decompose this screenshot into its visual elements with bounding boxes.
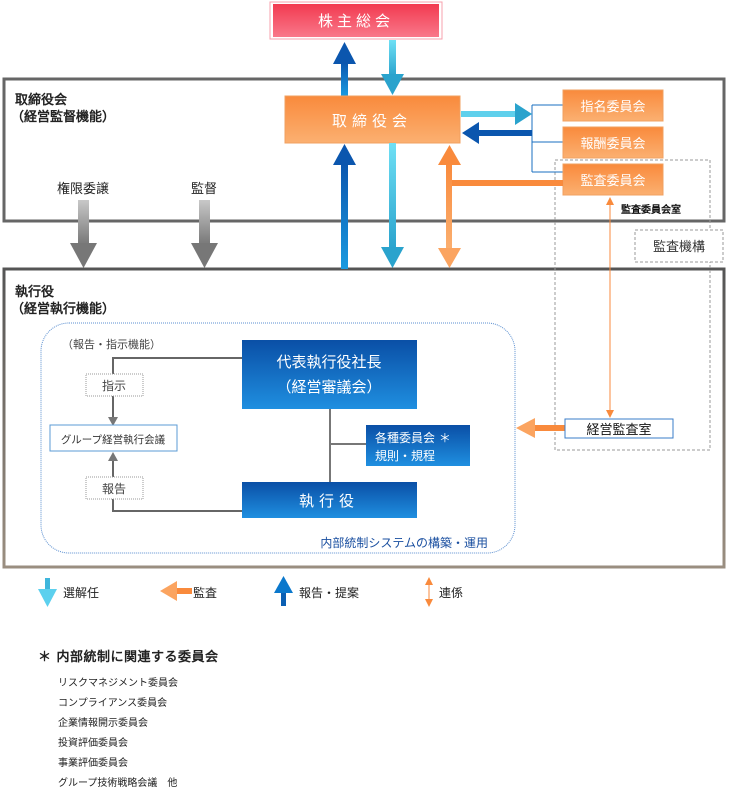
internal-control-frame [40,322,516,554]
group-council-label: グループ経営執行会議 [61,433,166,446]
committee-compensation-label: 報酬委員会 [580,137,645,152]
ceo-box-line2: （経営審議会） [276,378,381,396]
committee-nomination[interactable] [562,89,664,122]
elect-arrow-to-executives [381,143,404,268]
committee-audit[interactable] [562,163,664,196]
ceo-box-line1: 代表執行役社長 [276,353,381,371]
reporting-function-label: （報告・指示機能） [62,337,161,351]
shareholders-box[interactable] [273,4,439,37]
audit-organization-label: 監査機構 [653,239,705,255]
audit-organization-box [634,229,724,263]
instruction-tag [85,373,144,397]
legend-label-report: 報告・提案 [299,585,359,600]
ceo-exec-connector [329,409,366,483]
footnote-item: 事業評価委員会 [58,758,128,769]
board-box-label: 取締役会 [332,112,412,130]
various-committees-box[interactable] [366,425,470,466]
internal-audit-office-box[interactable] [564,418,674,439]
supervision-arrow [191,200,218,268]
shareholders-label: 株主総会 [318,12,394,30]
footnote-item: 企業情報開示委員会 [58,718,148,729]
elect-arrow-to-committees [461,103,532,125]
report-arrow-to-shareholders [333,42,356,96]
footnote: ＊ 内部統制に関連する委員会 リスクマネジメント委員会 コンプライアンス委員会 … [38,646,219,794]
liaison-arrow [606,197,614,418]
legend-label-liaison: 連係 [439,586,463,600]
executive-officers-box[interactable] [242,482,417,518]
report-tag [85,476,144,500]
board-section-subtitle: （経営監督機能） [11,109,115,125]
legend-arrow-left-icon [160,581,192,601]
exec-section-title: 執行役 [15,284,54,300]
various-committees-line1: 各種委員会 ＊ [375,430,451,445]
report-arrow-to-board [333,144,356,269]
committee-connector [531,104,563,173]
audit-organization-frame [554,159,711,451]
committee-audit-label: 監査委員会 [580,173,645,189]
delegation-label: 権限委譲 [57,181,109,197]
board-box[interactable] [284,95,461,144]
internal-audit-office-label: 経営監査室 [586,422,651,438]
various-committees-line2: 規則・規程 [375,448,435,463]
executive-officers-label: 執行役 [299,492,359,510]
group-council-box[interactable] [49,424,178,452]
report-tag-label: 報告 [102,482,126,496]
internal-control-caption: 内部統制システムの構築・運用 [320,535,488,550]
committee-compensation[interactable] [562,126,664,159]
footnote-item: 投資評価委員会 [58,738,128,749]
footnote-title: ＊ 内部統制に関連する委員会 [38,650,219,665]
elect-arrow-to-board [381,40,404,95]
ceo-box[interactable] [242,340,417,409]
instruction-line [108,357,242,426]
legend-label-elect: 選解任 [63,586,99,600]
exec-section-subtitle: （経営執行機能） [11,301,115,317]
legend-label-audit: 監査 [193,585,217,600]
audit-committee-office-label: 監査委員会室 [621,203,681,216]
audit-link-arrow [438,145,563,268]
footnote-item: グループ技術戦略会議 他 [58,778,178,789]
delegation-arrow [70,200,97,268]
legend-arrow-down-icon [38,578,57,607]
footnote-item: リスクマネジメント委員会 [58,678,178,689]
instruction-tag-label: 指示 [102,378,126,393]
supervision-label: 監督 [191,181,217,197]
committee-nomination-label: 指名委員会 [580,99,645,115]
audit-arrow-to-executives [516,418,565,438]
legend-arrow-updown-icon [425,577,433,607]
report-arrow-from-committees [462,122,532,144]
legend-arrow-up-icon [274,576,293,606]
footnote-item: コンプライアンス委員会 [58,698,168,709]
board-section-title: 取締役会 [15,92,68,108]
